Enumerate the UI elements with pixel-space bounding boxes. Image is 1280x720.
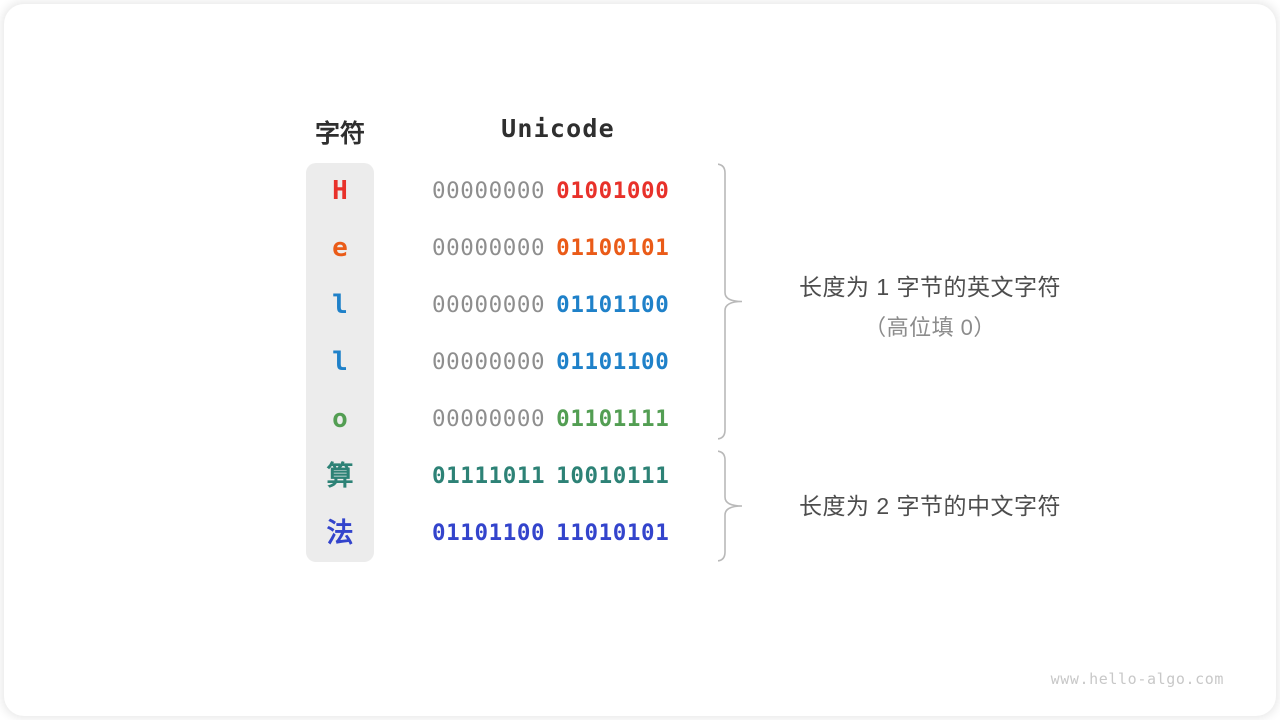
binary-row: 01101100 11010101	[432, 505, 684, 562]
binary-low-byte: 01001000	[556, 178, 670, 204]
brace-path	[718, 163, 743, 440]
binary-low-byte: 01101100	[556, 292, 670, 318]
binary-high-byte: 00000000	[432, 292, 546, 318]
binary-low-byte: 11010101	[556, 520, 670, 546]
binary-high-byte: 00000000	[432, 235, 546, 261]
binary-low-byte: 01100101	[556, 235, 670, 261]
diagram-card	[4, 4, 1276, 716]
watermark: www.hello-algo.com	[1050, 670, 1224, 688]
character-cell: e	[332, 233, 348, 263]
binary-low-byte: 01101100	[556, 349, 670, 375]
binary-row: 00000000 01101100	[432, 334, 684, 391]
annotation-english-line1: 长度为 1 字节的英文字符	[798, 274, 1062, 300]
binary-low-byte: 01101111	[556, 406, 670, 432]
character-cell: l	[332, 290, 348, 320]
character-cell: l	[332, 347, 348, 377]
binary-high-byte: 01111011	[432, 463, 546, 489]
annotation-english-line2: （高位填 0）	[864, 315, 996, 340]
binary-high-byte: 01101100	[432, 520, 546, 546]
binary-row: 00000000 01101100	[432, 277, 684, 334]
character-cell: o	[332, 404, 348, 434]
character-cell: 法	[326, 518, 354, 549]
character-cell: H	[332, 176, 348, 206]
brace-chinese	[718, 450, 744, 562]
brace-english	[718, 163, 744, 440]
annotation-chinese: 长度为 2 字节的中文字符	[718, 487, 1142, 521]
binary-low-byte: 10010111	[556, 463, 670, 489]
binary-row: 00000000 01101111	[432, 391, 684, 448]
column-header-character: 字符	[314, 120, 365, 148]
binary-high-byte: 00000000	[432, 349, 546, 375]
binary-row: 00000000 01001000	[432, 163, 684, 220]
binary-row: 01111011 10010111	[432, 448, 684, 505]
binary-high-byte: 00000000	[432, 406, 546, 432]
annotation-chinese-line1: 长度为 2 字节的中文字符	[798, 493, 1062, 519]
binary-row: 00000000 01100101	[432, 220, 684, 277]
character-cell: 算	[326, 461, 354, 492]
annotation-english: 长度为 1 字节的英文字符 （高位填 0）	[718, 268, 1142, 342]
brace-path	[718, 450, 743, 562]
binary-high-byte: 00000000	[432, 178, 546, 204]
column-header-unicode: Unicode	[501, 114, 615, 143]
